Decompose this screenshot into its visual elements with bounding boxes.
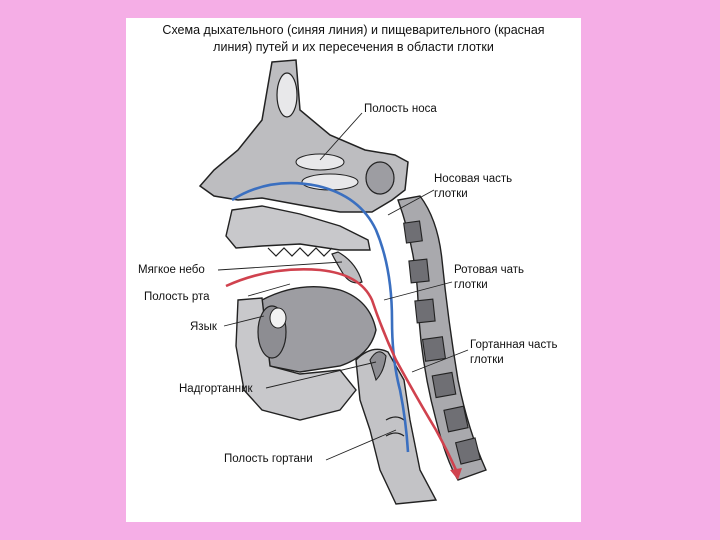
label-tongue: Язык xyxy=(190,320,217,335)
vertebra-2 xyxy=(409,259,429,283)
vertebra-6 xyxy=(444,406,468,432)
label-laryngopharynx-line-2: глотки xyxy=(470,353,504,368)
sinus xyxy=(277,73,297,117)
label-nasopharynx-line-1: Носовая часть xyxy=(434,172,512,187)
vertebra-5 xyxy=(432,372,456,397)
nasal-concha-2 xyxy=(302,174,358,190)
sphenoid xyxy=(366,162,394,194)
soft-palate-shape xyxy=(332,252,362,283)
vertebra-1 xyxy=(404,221,423,243)
label-laryngopharynx-line-1: Гортанная часть xyxy=(470,338,557,353)
vertebra-3 xyxy=(415,299,435,323)
teeth-upper xyxy=(268,248,332,256)
label-oropharynx-line-1: Ротовая чать xyxy=(454,263,524,278)
label-nasopharynx-line-2: глотки xyxy=(434,187,468,202)
leader-soft-palate xyxy=(218,262,342,270)
label-soft-palate: Мягкое небо xyxy=(138,263,205,278)
label-oral-cavity: Полость рта xyxy=(144,290,210,305)
vertebra-4 xyxy=(423,337,446,362)
tooth-lower xyxy=(270,308,286,328)
label-larynx-cavity: Полость гортани xyxy=(224,452,313,467)
label-epiglottis: Надгортанник xyxy=(179,382,253,397)
label-oropharynx-line-2: глотки xyxy=(454,278,488,293)
label-nasal-cavity: Полость носа xyxy=(364,102,437,117)
nasal-concha-1 xyxy=(296,154,344,170)
